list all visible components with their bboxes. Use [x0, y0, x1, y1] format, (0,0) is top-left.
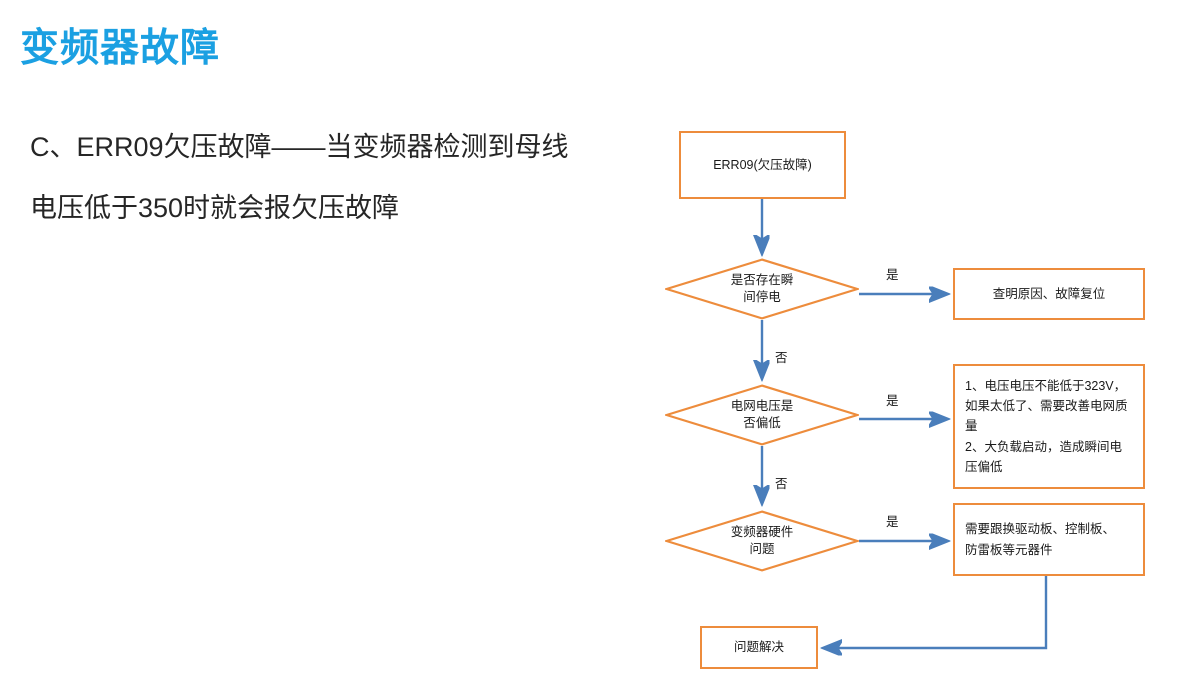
node-start[interactable]: ERR09(欠压故障) [679, 131, 846, 199]
node-action2-label-line1: 1、电压电压不能低于323V， [965, 378, 1127, 393]
node-action1-label: 查明原因、故障复位 [992, 286, 1106, 301]
diamond-shape [665, 510, 859, 572]
node-action2-label-line3: 量 [965, 419, 978, 434]
body-text-block: C、ERR09欠压故障——当变频器检测到母线 电压低于350时就会报欠压故障 [30, 134, 670, 256]
node-action2-label: 1、电压电压不能低于323V， 如果太低了、需要改善电网质 量 2、大负载启动，… [965, 376, 1128, 477]
node-action3-label-line1: 需要跟换驱动板、控制板、 [965, 522, 1116, 537]
node-decision2-label: 电网电压是 否偏低 [731, 398, 794, 433]
edge-label-decision2-yes: 是 [886, 394, 899, 408]
node-decision-grid-voltage-low[interactable]: 电网电压是 否偏低 [665, 384, 859, 446]
node-action3-label-line2: 防雷板等元器件 [965, 542, 1053, 557]
node-action-investigate-reset[interactable]: 查明原因、故障复位 [953, 268, 1145, 320]
node-action3-label: 需要跟换驱动板、控制板、 防雷板等元器件 [965, 519, 1115, 560]
node-end-problem-solved[interactable]: 问题解决 [700, 626, 818, 669]
edge-label-decision1-yes: 是 [886, 268, 899, 282]
node-decision-power-interruption[interactable]: 是否存在瞬 间停电 [665, 258, 859, 320]
node-decision3-label-line2: 问题 [749, 542, 775, 556]
edge-label-decision1-no: 否 [775, 351, 788, 365]
edge-label-decision2-no: 否 [775, 477, 788, 491]
connector-action3-to-end [824, 576, 1048, 648]
node-decision2-label-line1: 电网电压是 [730, 398, 794, 413]
edge-label-decision3-yes: 是 [886, 515, 899, 529]
node-decision1-label: 是否存在瞬 间停电 [731, 272, 794, 307]
node-decision1-label-line1: 是否存在瞬 [730, 272, 794, 287]
diamond-shape [665, 384, 859, 446]
node-decision-hardware-issue[interactable]: 变频器硬件 问题 [665, 510, 859, 572]
body-text-line-2: 电压低于350时就会报欠压故障 [30, 193, 400, 223]
node-decision2-label-line2: 否偏低 [743, 416, 781, 430]
node-start-label: ERR09(欠压故障) [713, 157, 812, 172]
node-action2-label-line4: 2、大负载启动，造成瞬间电 [965, 439, 1122, 454]
node-decision3-label: 变频器硬件 问题 [731, 524, 794, 559]
page-title: 变频器故障 [20, 27, 221, 70]
node-action2-label-line2: 如果太低了、需要改善电网质 [965, 399, 1128, 414]
node-decision1-label-line2: 间停电 [743, 290, 781, 304]
node-decision3-label-line1: 变频器硬件 [730, 524, 794, 539]
node-action-replace-boards[interactable]: 需要跟换驱动板、控制板、 防雷板等元器件 [953, 503, 1145, 576]
body-text-line-1: C、ERR09欠压故障——当变频器检测到母线 [30, 132, 569, 162]
diamond-shape [665, 258, 859, 320]
node-end-label: 问题解决 [733, 640, 784, 655]
node-action2-label-line5: 压偏低 [965, 459, 1003, 474]
node-action-voltage-guidance[interactable]: 1、电压电压不能低于323V， 如果太低了、需要改善电网质 量 2、大负载启动，… [953, 364, 1145, 489]
